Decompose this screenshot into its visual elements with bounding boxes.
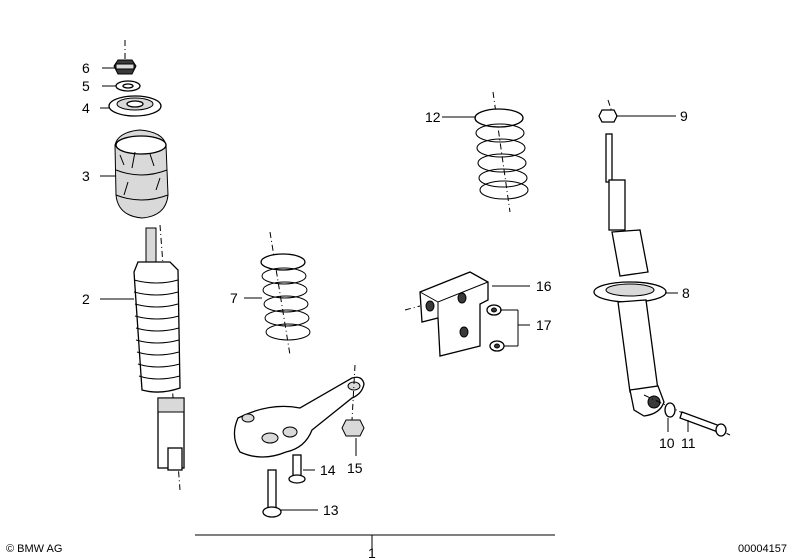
callout-10: 10 [659, 435, 675, 451]
callout-5: 5 [82, 78, 90, 94]
coil-spring-part-7 [260, 231, 311, 356]
callout-13: 13 [323, 502, 339, 518]
callout-11: 11 [681, 435, 696, 451]
copyright-text: © BMW AG [6, 543, 62, 555]
nut-part-9 [598, 109, 618, 123]
bump-stop-part-3 [114, 129, 169, 219]
washers-part-17 [486, 304, 505, 352]
shock-absorber-boot-part-2 [133, 227, 185, 471]
lower-bracket [233, 364, 365, 518]
nut-part-6 [113, 59, 137, 75]
bolt-part-13 [262, 469, 282, 518]
callout-labels: 6 5 4 3 2 7 12 9 8 16 17 10 11 14 15 13 … [82, 60, 696, 559]
callout-7: 7 [230, 290, 238, 306]
nut-part-15 [341, 419, 365, 437]
leader-lines [100, 67, 689, 552]
callout-2: 2 [82, 291, 90, 307]
callout-14: 14 [320, 462, 336, 478]
strut-assembly [108, 40, 185, 491]
callout-6: 6 [82, 60, 90, 76]
washer-part-10 [664, 402, 676, 418]
callout-12: 12 [425, 109, 441, 125]
support-plate-part-4 [108, 95, 162, 117]
bolt-part-11 [679, 411, 727, 437]
bolt-part-14 [288, 454, 306, 484]
callout-9: 9 [680, 108, 688, 124]
mounting-block-part-16 [404, 271, 489, 357]
callout-1: 1 [368, 545, 376, 559]
coil-spring-part-12 [474, 91, 529, 213]
callout-15: 15 [347, 460, 363, 476]
callout-3: 3 [82, 168, 90, 184]
callout-4: 4 [82, 100, 90, 116]
callout-16: 16 [536, 278, 552, 294]
diagram-id: 00004157 [738, 543, 787, 555]
callout-8: 8 [682, 285, 690, 301]
shock-absorber-part-8 [593, 99, 731, 436]
callout-17: 17 [536, 317, 552, 333]
